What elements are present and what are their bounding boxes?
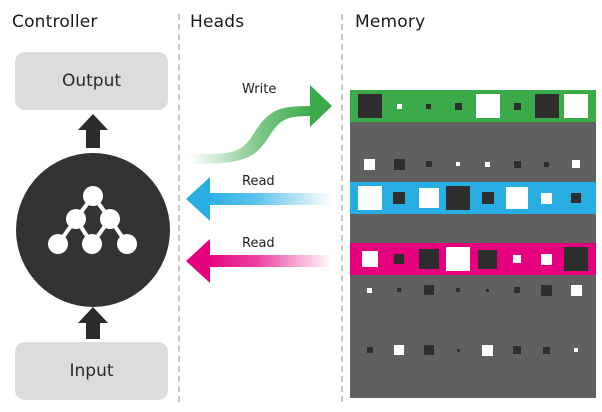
memory-cell — [446, 247, 471, 271]
memory-write-row — [350, 90, 596, 122]
memory-cell — [534, 94, 559, 118]
arrow-up-input-icon — [78, 307, 108, 339]
write-arrow-head — [310, 85, 332, 127]
memory-cell — [486, 288, 490, 292]
memory-cell — [393, 158, 405, 170]
memory-cell — [513, 255, 522, 263]
memory-cell — [446, 186, 471, 210]
memory-row-3 — [350, 334, 596, 366]
memory-cell — [570, 284, 582, 296]
memory-cell — [456, 288, 461, 292]
memory-cell — [393, 192, 406, 204]
memory-cell — [506, 187, 529, 209]
memory-cell — [423, 345, 434, 355]
memory-row-1 — [350, 148, 596, 180]
divider-controller-heads — [178, 14, 180, 402]
memory-cell — [513, 102, 521, 110]
write-label: Write — [242, 82, 277, 97]
read2-arrow-head — [186, 239, 210, 283]
memory-cell — [361, 251, 378, 267]
memory-cell — [544, 161, 550, 167]
memory-read1-row — [350, 182, 596, 214]
memory-cell — [571, 193, 582, 203]
memory-cell — [485, 161, 491, 167]
controller-title: Controller — [12, 12, 98, 32]
memory-cell — [482, 344, 494, 356]
memory-cell — [396, 103, 402, 109]
controller-circle — [16, 153, 170, 307]
memory-cell — [397, 288, 402, 292]
memory-title: Memory — [355, 12, 426, 32]
heads-arrows — [186, 85, 332, 283]
memory-cell — [357, 186, 382, 210]
memory-cell — [475, 94, 500, 118]
neural-network-icon — [48, 186, 137, 254]
memory-cell — [574, 348, 579, 352]
heads-title: Heads — [190, 12, 245, 32]
arrow-up-output-icon — [78, 114, 108, 148]
memory-cell — [564, 247, 589, 271]
memory-cell — [541, 253, 553, 265]
memory-cell — [425, 161, 432, 167]
memory-cell — [367, 287, 373, 293]
memory-cell — [456, 348, 460, 352]
read2-arrow-body — [206, 255, 332, 267]
memory-cell — [543, 346, 551, 354]
memory-cell — [456, 162, 461, 166]
memory-cell — [418, 249, 439, 269]
output-label: Output — [61, 71, 122, 91]
memory-cell — [541, 284, 553, 296]
read1-arrow-head — [186, 177, 210, 221]
memory-cell — [564, 94, 589, 118]
memory-cell — [394, 254, 405, 264]
read1-label: Read — [242, 174, 275, 189]
output-box: Output — [15, 52, 168, 110]
memory-cell — [357, 94, 382, 118]
memory-row-2 — [350, 274, 596, 306]
memory-cell — [481, 192, 494, 204]
write-arrow — [190, 106, 314, 164]
memory-cell — [513, 346, 522, 354]
memory-cell — [514, 287, 521, 293]
memory-cell — [366, 347, 373, 353]
memory-cell — [426, 103, 432, 109]
memory-cell — [572, 160, 581, 168]
input-box: Input — [15, 342, 168, 400]
memory-read2-row — [350, 243, 596, 275]
memory-cell — [418, 188, 439, 208]
memory-cell — [478, 249, 498, 269]
memory-cell — [541, 192, 553, 204]
read2-label: Read — [242, 236, 275, 251]
memory-cell — [513, 160, 521, 168]
memory-cell — [364, 158, 376, 170]
memory-cell — [454, 102, 462, 110]
read1-arrow-body — [206, 193, 332, 205]
memory-cell — [394, 345, 405, 355]
input-label: Input — [69, 361, 114, 381]
divider-heads-memory — [341, 14, 343, 402]
memory-cell — [423, 285, 434, 295]
